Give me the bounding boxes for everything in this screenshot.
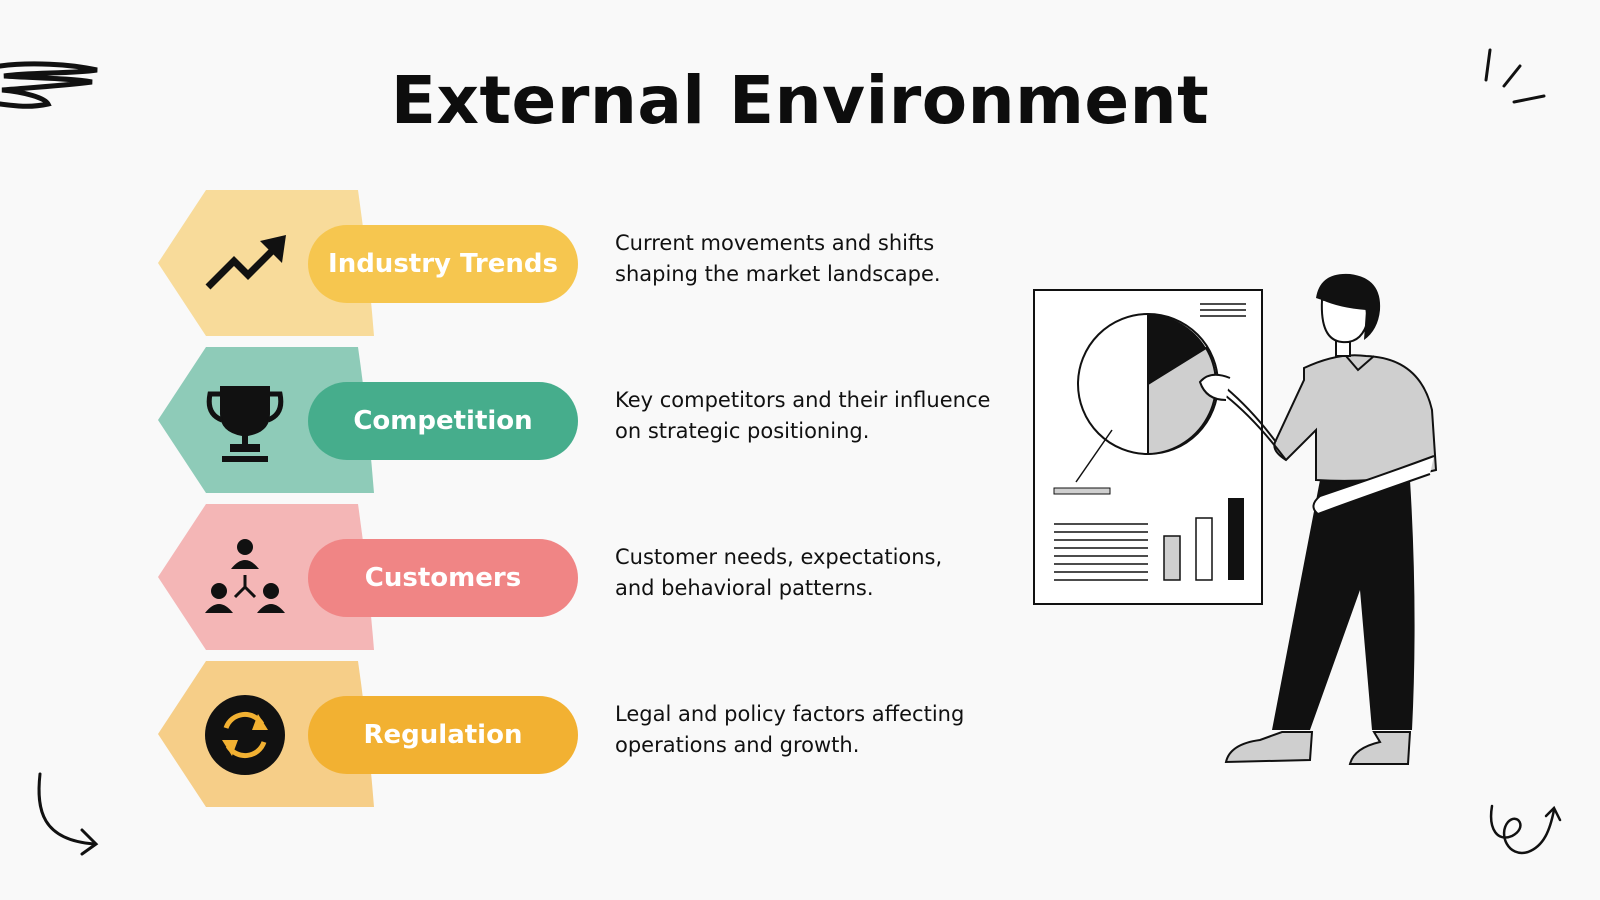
item-regulation: Regulation Legal and policy factors affe… [0, 661, 1000, 811]
loop-arrow-bottom-right-decoration [1489, 804, 1562, 855]
item-competition: Competition Key competitors and their in… [0, 347, 1000, 497]
item-industry-trends: Industry Trends Current movements and sh… [0, 190, 1000, 340]
people-network-icon [205, 539, 285, 613]
competition-pill: Competition [308, 382, 578, 460]
industry-trends-pill: Industry Trends [308, 225, 578, 303]
curved-arrow-bottom-left-decoration [37, 772, 99, 856]
hexagon-tab-background [158, 190, 374, 336]
customers-description: Customer needs, expectations, and behavi… [615, 542, 1005, 604]
regulation-description: Legal and policy factors affecting opera… [615, 699, 1005, 761]
description-line: on strategic positioning. [615, 419, 870, 443]
description-line: Current movements and shifts [615, 231, 935, 255]
refresh-cycle-icon [205, 695, 285, 775]
scribble-top-left-decoration [0, 61, 98, 109]
description-line: Customer needs, expectations, [615, 545, 943, 569]
board-header-lines [1200, 303, 1246, 317]
page-title: External Environment [390, 62, 1210, 139]
presenter-illustration [1033, 273, 1438, 765]
description-line: Key competitors and their influence [615, 388, 991, 412]
customers-pill: Customers [308, 539, 578, 617]
sparkle-lines-decoration [1484, 48, 1546, 104]
trophy-icon [206, 386, 284, 462]
regulation-pill: Regulation [308, 696, 578, 774]
competition-description: Key competitors and their influence on s… [615, 385, 1005, 447]
trend-up-icon [205, 235, 286, 290]
description-line: operations and growth. [615, 733, 860, 757]
industry-trends-description: Current movements and shifts shaping the… [615, 228, 1005, 290]
hexagon-tab-background [158, 504, 374, 650]
description-line: Legal and policy factors affecting [615, 702, 965, 726]
item-customers: Customers Customer needs, expectations, … [0, 504, 1000, 654]
description-line: shaping the market landscape. [615, 262, 941, 286]
description-line: and behavioral patterns. [615, 576, 874, 600]
